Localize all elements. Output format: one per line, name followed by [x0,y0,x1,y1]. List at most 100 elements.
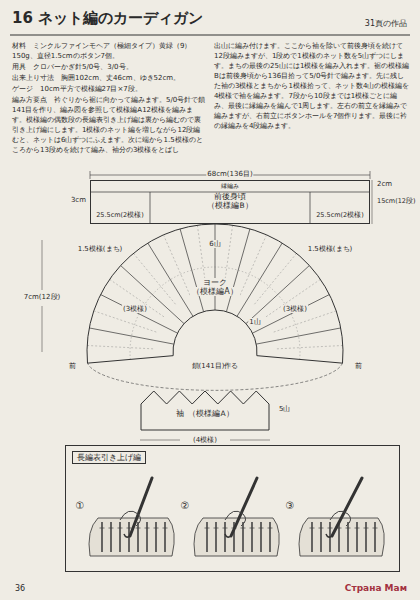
yarn-over [118,528,123,529]
annotation: 25.5cm(2模様) [95,212,145,219]
dimension-line [140,440,180,441]
post-stitch [320,522,322,552]
post-stitch [251,522,253,552]
pattern-division [180,229,203,312]
annotation: ③ [285,500,296,512]
post-stitch [347,522,349,552]
annotation: 36 [14,584,26,593]
annotation: 15cm(12段) [376,198,417,205]
annotation: (4模様) [192,436,218,444]
yarn-over [319,528,324,529]
stitch-swatch [299,518,384,556]
part-name: 前後身頃 [212,193,248,202]
pattern-division [256,328,340,344]
sleeve-band: 袖（模様編A） [140,388,270,432]
annotation: 1.5模様(まち) [77,245,124,253]
yarn-over [163,528,168,529]
yarn-over [328,528,333,529]
post-stitch [215,522,217,552]
net-line [133,253,175,304]
pattern-division [89,328,173,344]
net-line [87,345,153,348]
section-line [150,192,151,224]
annotation: 7cm(12段) [23,293,62,301]
yarn-over [310,528,315,529]
repeat-strokes [87,224,377,552]
annotation: 1.5模様(まち) [307,245,354,253]
instruction-text: 編み方要点 衿ぐりから裾に向かって編みます。5/0号針で鎖141目を作り、編み図… [12,95,206,155]
net-line [94,311,156,332]
text-column: 材料 ミンクルファインモヘア（極細タイプ）黄緑（9）150g、直径1.5cmのボ… [12,41,206,155]
annotation: (3模様) [282,305,308,313]
annotation: 68cm(136目) [206,170,253,178]
post-stitch [119,522,121,552]
net-line [255,253,297,304]
pattern-division [226,229,249,312]
annotation: 31頁の作品 [364,19,408,28]
part-name: （模様編A） [190,287,239,296]
post-stitch [260,522,262,552]
yarn-over [259,528,264,529]
yarn-over [373,528,378,529]
text-column: 出山に編み付けます。ここから袖を除いて前後身頃を続けて12段編みますが、1段めで… [214,41,410,131]
net-line [266,279,320,316]
pattern-division [237,243,282,316]
annotation: ① [75,500,86,512]
hook-tip [124,534,130,537]
post-stitch [164,522,166,552]
yarn-loop [120,511,141,526]
annotation: Страна Мам [344,583,408,593]
annotation: 3cm [70,196,87,204]
stitch-box: 長編表引き上げ編 [65,445,400,572]
annotation: 前 [68,362,77,370]
net-line [277,345,343,348]
title-rule [10,34,410,35]
post-stitch [146,522,148,552]
net-line [163,235,190,295]
yarn-over [127,528,132,529]
hook-tip [326,534,332,537]
part-name: 袖 [174,410,186,419]
annotation: 鎖(141目)作る [191,362,240,370]
yarn-over [109,528,114,529]
post-stitch [137,522,139,552]
dimension-line [42,306,43,352]
yarn-loop [330,511,351,526]
post-stitch [110,522,112,552]
dimension-line [230,440,270,441]
page-title: 16 ネット編のカーディガン [12,10,203,27]
yarn-over [250,528,255,529]
pattern-division [253,295,330,334]
section-heading: 長編表引き上げ編 [72,451,146,464]
crochet-hook [231,478,257,536]
post-stitch [374,522,376,552]
annotation: 6山 [208,240,221,248]
post-stitch [311,522,313,552]
annotation: 前 [354,362,363,370]
dimension-line [42,240,43,290]
yarn-loop [225,511,246,526]
yoke-fan-outline [87,224,343,363]
annotation: 2cm [376,180,393,188]
text-group: ヨーク（模様編A） [85,278,345,296]
instruction-text: 出山に編み付けます。ここから袖を除いて前後身頃を続けて12段編みますが、1段めで… [214,41,410,131]
yarn-over [214,528,219,529]
part-name: （模様編A） [186,410,235,419]
yarn-over [100,528,105,529]
annotation: 25.5cm(2模様) [315,212,365,219]
annotation: 1山 [248,318,261,326]
dimension-tick [370,171,371,179]
part-name: ヨーク [201,278,229,287]
section-line [310,192,311,224]
net-line [274,311,336,332]
crochet-hook [130,478,152,536]
sleeve-scallop-outline [141,391,269,430]
post-stitch [101,522,103,552]
post-stitch [356,522,358,552]
row-guide [130,267,300,359]
text-group: 長編表引き上げ編 [72,451,146,464]
yarn-over [268,528,273,529]
yarn-over [241,528,246,529]
yarn-over [154,528,159,529]
